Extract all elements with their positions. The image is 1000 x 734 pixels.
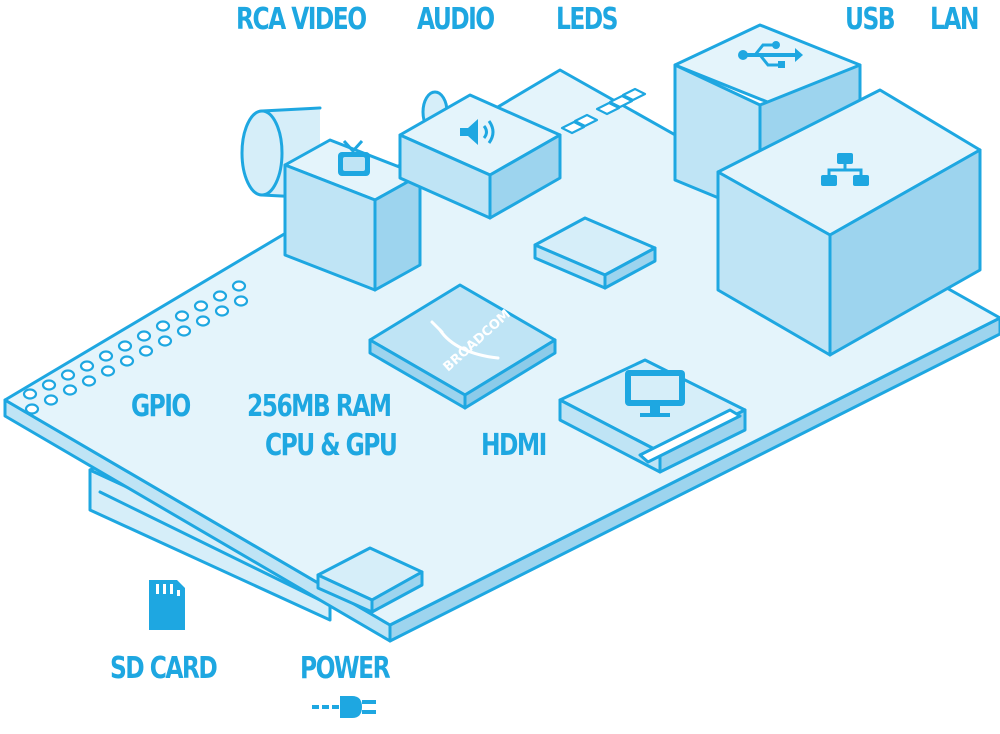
label-usb: USB bbox=[845, 2, 896, 37]
label-power: POWER bbox=[300, 651, 391, 686]
label-cpu-gpu: CPU & GPU bbox=[265, 428, 398, 463]
rca-video-connector bbox=[240, 106, 422, 292]
label-rca-video: RCA VIDEO bbox=[236, 2, 367, 37]
usb-icon bbox=[738, 41, 803, 68]
hdmi-connector bbox=[558, 358, 747, 474]
tv-icon bbox=[338, 139, 370, 176]
monitor-icon bbox=[625, 370, 685, 417]
sd-card-icon bbox=[149, 580, 185, 630]
label-hdmi: HDMI bbox=[481, 428, 547, 463]
power-connector bbox=[316, 546, 424, 614]
audio-jack bbox=[398, 90, 562, 220]
speaker-icon bbox=[460, 119, 495, 145]
ram-chip bbox=[533, 216, 657, 290]
label-lan: LAN bbox=[930, 2, 980, 37]
label-ram: 256MB RAM bbox=[247, 389, 392, 424]
label-audio: AUDIO bbox=[417, 2, 495, 37]
label-sd-card: SD CARD bbox=[110, 651, 218, 686]
network-icon bbox=[821, 153, 869, 186]
soc-chip bbox=[368, 283, 557, 410]
gpio-header bbox=[22, 280, 249, 415]
leds bbox=[560, 87, 647, 135]
power-plug-icon bbox=[312, 696, 376, 718]
label-gpio: GPIO bbox=[131, 389, 191, 424]
label-leds: LEDS bbox=[556, 2, 619, 37]
